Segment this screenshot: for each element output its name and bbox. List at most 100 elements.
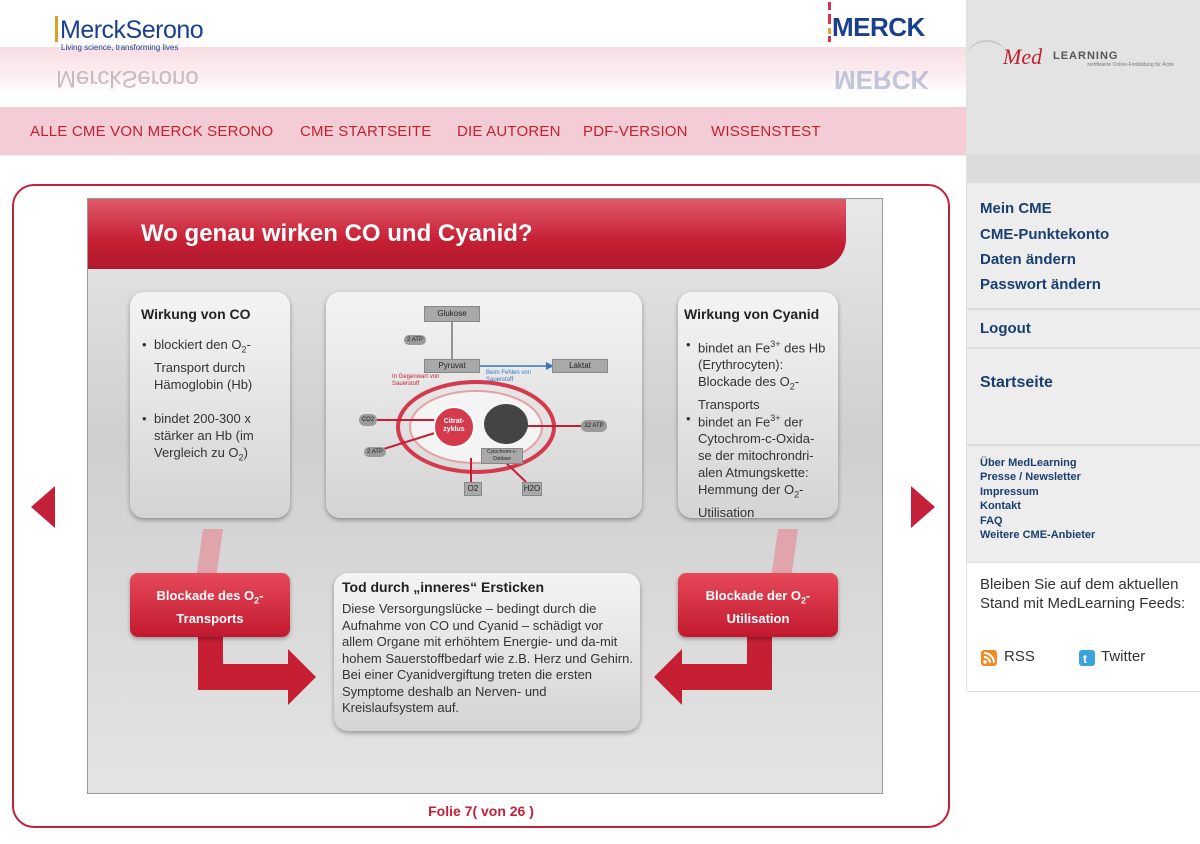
svg-text:t: t (1083, 652, 1087, 666)
nav-pdf-version[interactable]: PDF-VERSION (583, 123, 688, 140)
blockade-utilisation-text: Blockade der O2-Utilisation (678, 573, 838, 627)
link-kontakt[interactable]: Kontakt (980, 500, 1021, 512)
header-reflection-band (0, 47, 966, 94)
co-b1-sub: 2 (241, 344, 247, 355)
cy-b1-sub: 2 (789, 381, 795, 392)
logo-learning: LEARNING (1053, 50, 1119, 62)
nav-wissenstest[interactable]: WISSENSTEST (711, 123, 821, 140)
twitter-icon[interactable]: t (1079, 650, 1095, 666)
diagram-atp-2b: 2 ATP (364, 447, 386, 457)
diagram-h2o: H2O (522, 482, 542, 496)
slide: Wo genau wirken CO und Cyanid? Wirkung v… (87, 198, 883, 794)
site-header: MerckSerono Living science, transforming… (0, 0, 966, 106)
diagram-with-o2: In Gegenwart von Sauerstoff (392, 374, 440, 387)
link-ueber-medlearning[interactable]: Über MedLearning (980, 457, 1077, 469)
diagram-o2: O2 (464, 482, 482, 496)
diagram-citrat: Citrat-zyklus (443, 418, 465, 433)
cy-b2-sub: 2 (794, 489, 800, 500)
logo-name: MerckSerono (60, 16, 204, 44)
diagram-atp-2a: 2 ATP (404, 335, 426, 345)
slide-header: Wo genau wirken CO und Cyanid? (88, 199, 846, 269)
metabolism-diagram: Glukose 2 ATP Pyruvat Laktat In Gegenwar… (326, 292, 642, 518)
merck-logo-reflection: MERCK (834, 65, 930, 95)
link-impressum[interactable]: Impressum (980, 486, 1039, 498)
divider (967, 347, 1200, 349)
merck-logo-text: MERCK (832, 12, 925, 42)
link-weitere-cme[interactable]: Weitere CME-Anbieter (980, 529, 1096, 541)
diagram-without-o2: Beim Fehlen von Sauerstoff (486, 370, 532, 383)
link-faq[interactable]: FAQ (980, 515, 1003, 527)
co-b2-post: ) (243, 445, 248, 460)
divider (967, 308, 1200, 310)
cyanid-bullet-2: bindet an Fe3+ der Cytochrom-c-Oxida-se … (686, 410, 828, 521)
co-bullet-2: bindet 200-300 x stärker an Hb (im Vergl… (142, 410, 279, 467)
logo-tagline: Living science, transforming lives (61, 43, 179, 52)
previous-slide-arrow-icon[interactable] (31, 486, 55, 528)
link-cme-punktekonto[interactable]: CME-Punktekonto (980, 226, 1110, 243)
bu-post: -Utilisation (726, 588, 811, 626)
cyanid-effect-box: Wirkung von Cyanid bindet an Fe3+ des Hb… (678, 292, 838, 521)
diagram-pyruvat: Pyruvat (424, 359, 480, 373)
blockade-transport-box: Blockade des O2-Transports (130, 573, 290, 637)
diagram-atp-32: 32 ATP (581, 420, 607, 432)
cy-b1-post: -Transports (698, 374, 800, 412)
connector-arrows (196, 529, 798, 705)
next-slide-arrow-icon[interactable] (911, 486, 935, 528)
rss-link[interactable]: RSS (1004, 648, 1035, 665)
nav-alle-cme[interactable]: ALLE CME VON MERCK SERONO (30, 123, 274, 140)
co-effect-box: Wirkung von CO blockiert den O2-Transpor… (130, 292, 290, 518)
diagram-glukose: Glukose (424, 306, 480, 322)
blockade-transport-text: Blockade des O2-Transports (130, 573, 290, 627)
cyanid-bullet-1: bindet an Fe3+ des Hb (Erythrocyten): Bl… (686, 336, 828, 413)
link-mein-cme[interactable]: Mein CME (980, 200, 1052, 217)
merck-serono-logo[interactable]: MerckSerono Living science, transforming… (55, 16, 204, 52)
feeds-panel: Bleiben Sie auf dem aktuellen Stand mit … (967, 562, 1200, 692)
diagram-laktat: Laktat (552, 359, 608, 373)
twitter-link[interactable]: Twitter (1101, 648, 1146, 665)
cy-b2-post: -Utilisation (698, 482, 804, 520)
link-startseite[interactable]: Startseite (980, 374, 1053, 391)
cy-b1-mid: des Hb (Erythrocyten): Blockade des O (698, 340, 826, 390)
slide-title: Wo genau wirken CO und Cyanid? (141, 220, 533, 247)
cy-b2-pre: bindet an Fe (698, 414, 771, 430)
logo-subtitle: zertifizierte Online-Fortbildung für Ärz… (1087, 62, 1174, 68)
suffocation-text: Diese Versorgungslücke – bedingt durch d… (342, 601, 633, 715)
suffocation-box: Tod durch „inneres“ Ersticken Diese Vers… (334, 573, 640, 731)
sidebar-band (967, 155, 1200, 183)
divider (967, 444, 1200, 446)
link-logout[interactable]: Logout (980, 320, 1031, 337)
bu-sub: 2 (801, 595, 807, 606)
co-b2-pre: bindet 200-300 x stärker an Hb (im Vergl… (154, 411, 254, 460)
logo-swoosh-icon (967, 40, 1007, 72)
bt-post: -Transports (176, 588, 264, 626)
nav-cme-startseite[interactable]: CME STARTSEITE (300, 123, 432, 140)
cy-b1-sup: 3+ (770, 339, 781, 349)
co-box-heading: Wirkung von CO (141, 306, 251, 322)
main-nav: ALLE CME VON MERCK SERONO CME STARTSEITE… (0, 107, 966, 156)
link-daten-aendern[interactable]: Daten ändern (980, 251, 1076, 268)
cyanid-box-heading: Wirkung von Cyanid (684, 306, 820, 322)
merck-logo[interactable]: MERCK (828, 2, 925, 43)
bt-sub: 2 (254, 595, 260, 606)
slide-counter: Folie 7( von 26 ) (428, 803, 534, 819)
cy-b1-pre: bindet an Fe (698, 340, 771, 356)
link-passwort-aendern[interactable]: Passwort ändern (980, 276, 1101, 293)
nav-die-autoren[interactable]: DIE AUTOREN (457, 123, 561, 140)
medlearning-logo[interactable]: Med LEARNING zertifizierte Online-Fortbi… (967, 0, 1200, 155)
diagram-cytochrom: Cytochrom-c-Oxidase (481, 448, 523, 464)
bu-pre: Blockade der O (705, 588, 801, 603)
slide-viewer: Wo genau wirken CO und Cyanid? Wirkung v… (12, 184, 950, 828)
co-b1-pre: blockiert den O (154, 337, 242, 352)
co-b1-post: -Transport durch Hämoglobin (Hb) (154, 337, 253, 392)
suffocation-heading: Tod durch „inneres“ Ersticken (342, 579, 545, 595)
rss-icon[interactable] (981, 650, 997, 666)
diagram-co2: CO2 (359, 414, 377, 426)
bt-pre: Blockade des O (156, 588, 255, 603)
logo-med: Med (1003, 44, 1043, 69)
co-bullet-1: blockiert den O2-Transport durch Hämoglo… (142, 336, 274, 393)
cy-b2-sup: 3+ (770, 413, 781, 423)
link-presse-newsletter[interactable]: Presse / Newsletter (980, 471, 1081, 483)
co-b2-sub: 2 (238, 452, 244, 463)
cy-b2-mid: der Cytochrom-c-Oxida-se der mitochrondr… (698, 414, 815, 498)
blockade-utilisation-box: Blockade der O2-Utilisation (678, 573, 838, 637)
